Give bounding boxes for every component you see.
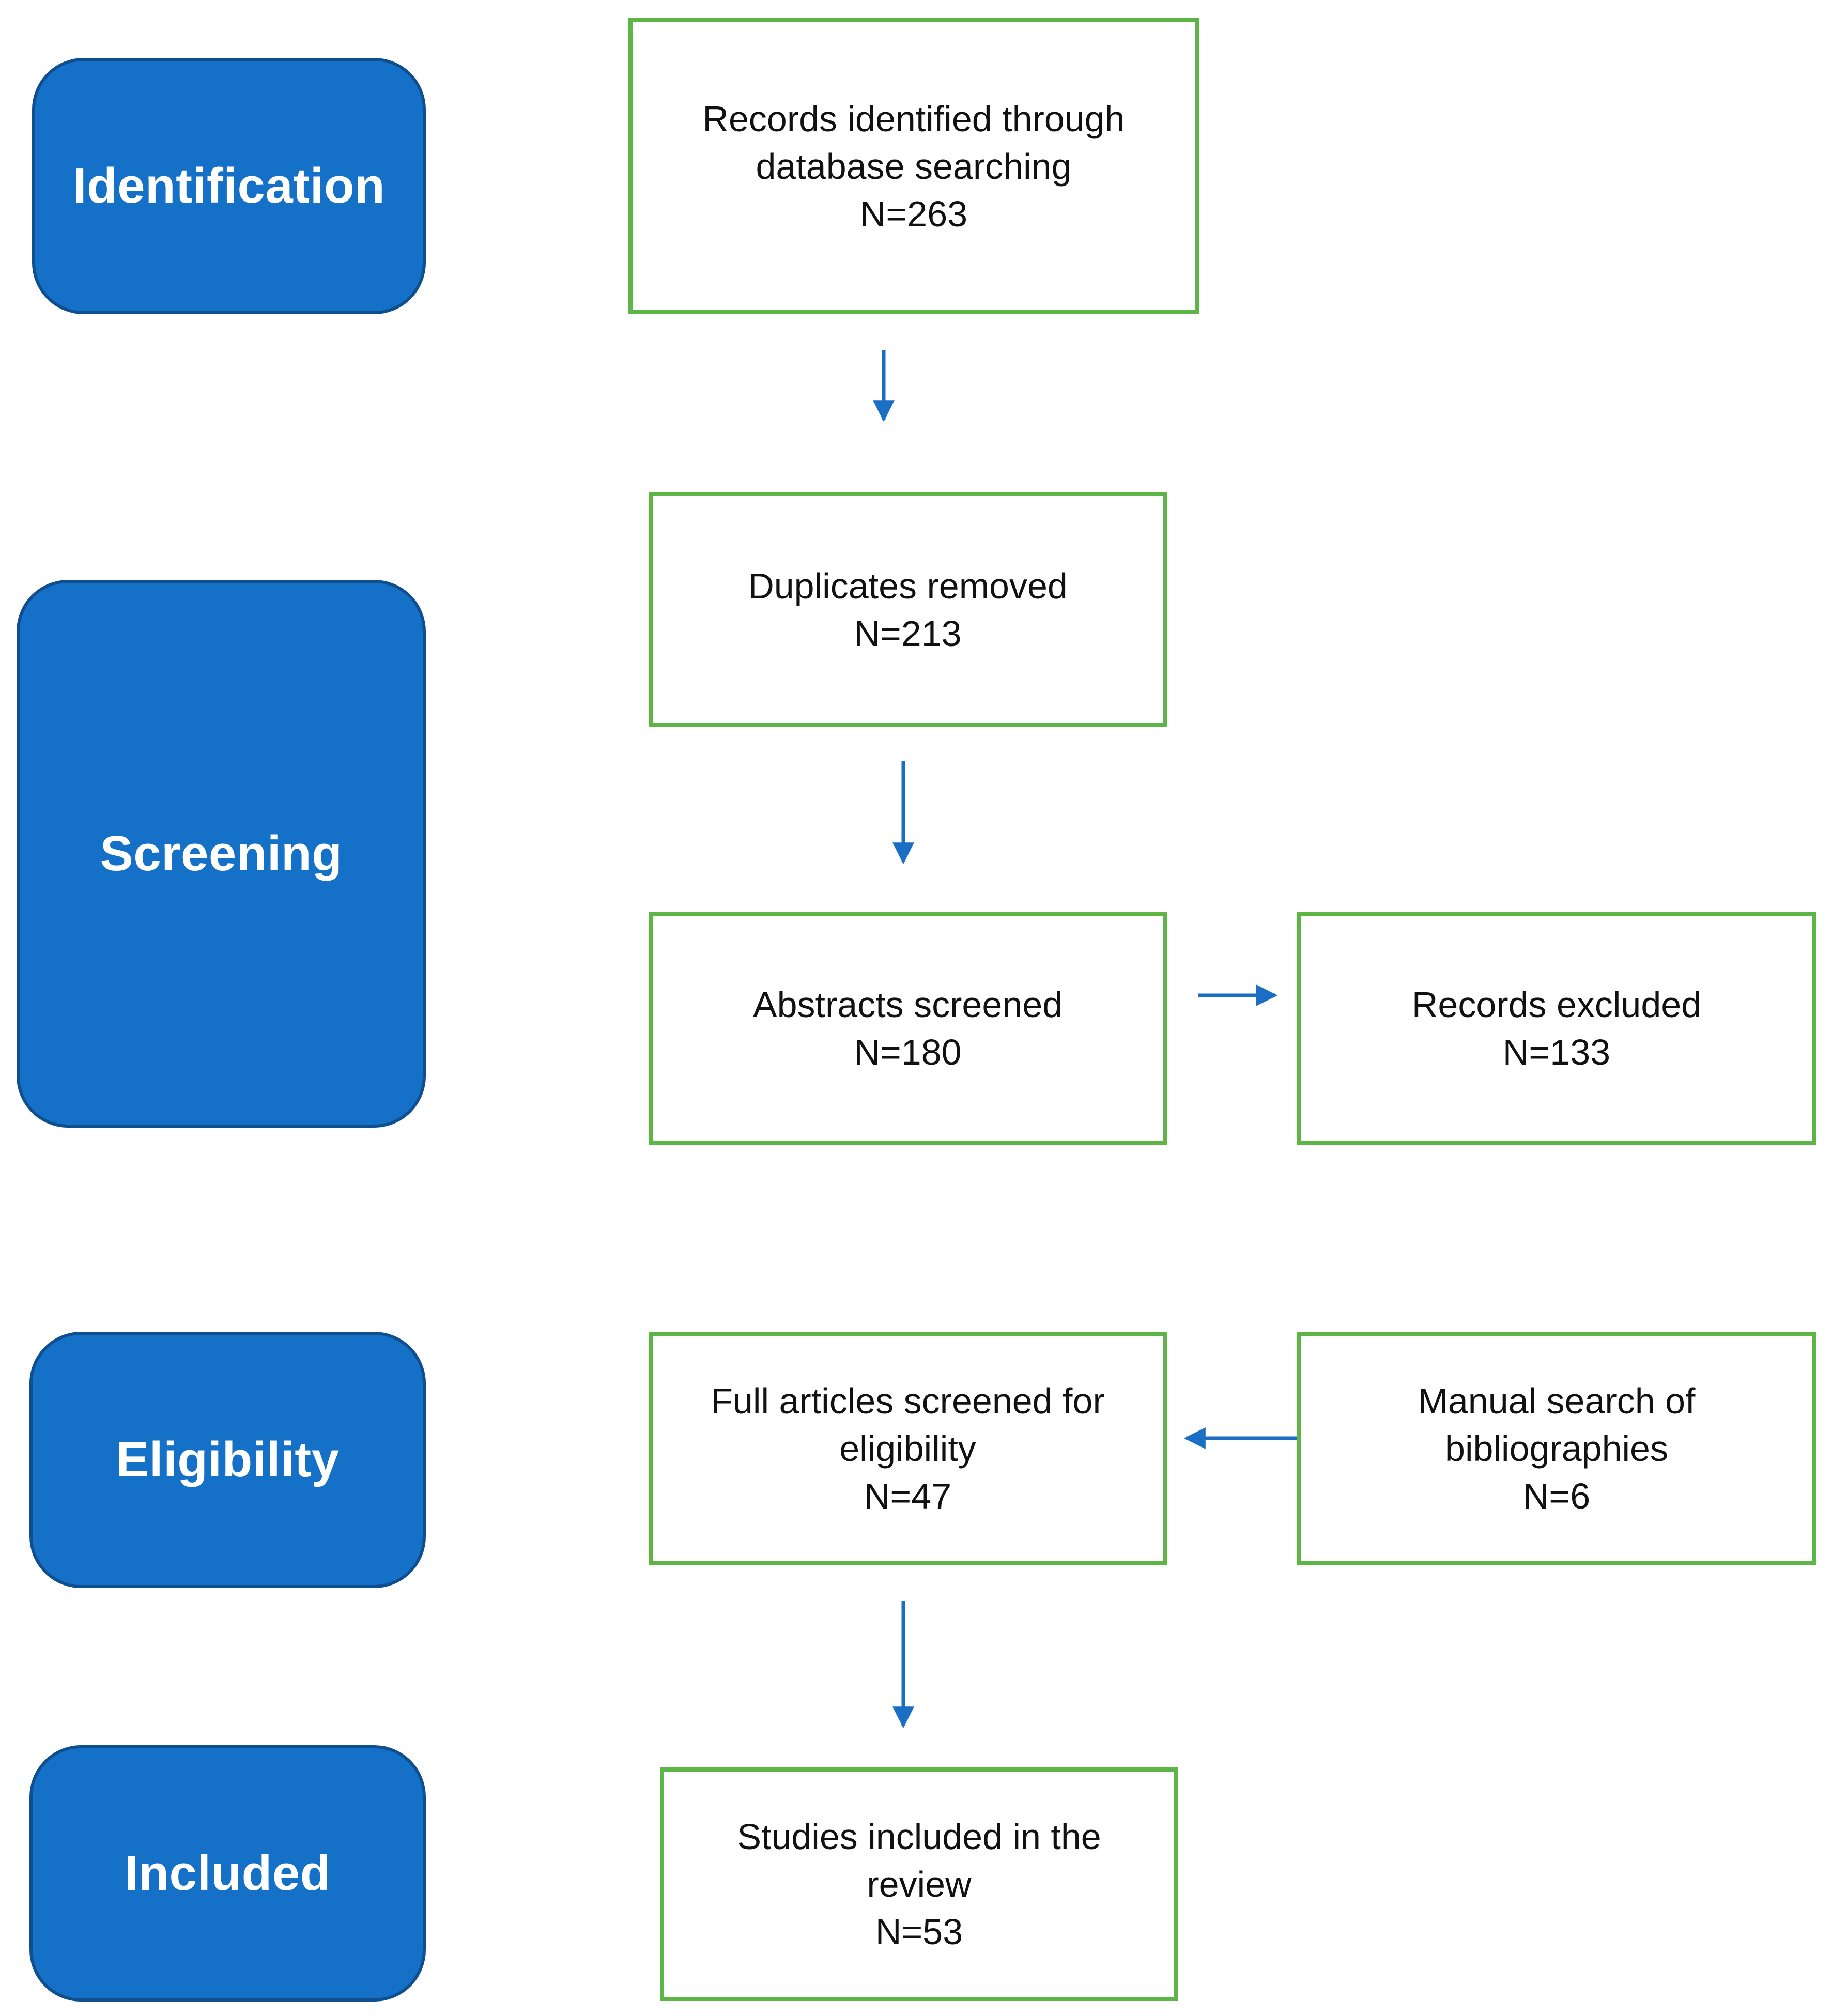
manual-search-line2: bibliographies (1445, 1428, 1668, 1469)
stage-eligibility-label: Eligibility (116, 1432, 340, 1487)
box-duplicates-removed: Duplicates removed N=213 (649, 492, 1167, 727)
records-excluded-line1: Records excluded (1411, 984, 1702, 1025)
stage-screening: Screening (17, 580, 426, 1128)
box-abstracts-screened: Abstracts screened N=180 (649, 912, 1167, 1145)
box-studies-included: Studies included in the review N=53 (660, 1767, 1178, 2001)
manual-search-count: N=6 (1522, 1476, 1591, 1516)
full-articles-count: N=47 (864, 1476, 952, 1516)
studies-included-count: N=53 (875, 1912, 963, 1952)
stage-identification: Identification (32, 58, 426, 314)
records-identified-line2: database searching (756, 146, 1072, 187)
box-manual-search: Manual search of bibliographies N=6 (1297, 1332, 1816, 1565)
stage-included-label: Included (125, 1845, 331, 1901)
stage-identification-label: Identification (72, 158, 386, 213)
box-records-excluded: Records excluded N=133 (1297, 912, 1816, 1145)
studies-included-line1: Studies included in the (737, 1817, 1101, 1857)
duplicates-removed-line1: Duplicates removed (748, 565, 1068, 606)
records-identified-line1: Records identified through (702, 98, 1125, 139)
full-articles-line1: Full articles screened for (711, 1381, 1105, 1421)
stage-screening-label: Screening (100, 826, 343, 881)
stage-eligibility: Eligibility (29, 1332, 426, 1588)
stage-included: Included (29, 1745, 426, 2002)
studies-included-line2: review (867, 1864, 972, 1904)
duplicates-removed-count: N=213 (854, 613, 962, 654)
records-identified-count: N=263 (859, 193, 968, 234)
box-full-articles: Full articles screened for eligibility N… (649, 1332, 1167, 1565)
manual-search-line1: Manual search of (1418, 1381, 1696, 1421)
full-articles-line2: eligibility (839, 1428, 976, 1469)
records-excluded-count: N=133 (1502, 1032, 1611, 1072)
box-records-identified: Records identified through database sear… (628, 18, 1199, 314)
abstracts-screened-count: N=180 (854, 1032, 962, 1072)
abstracts-screened-line1: Abstracts screened (752, 984, 1063, 1025)
